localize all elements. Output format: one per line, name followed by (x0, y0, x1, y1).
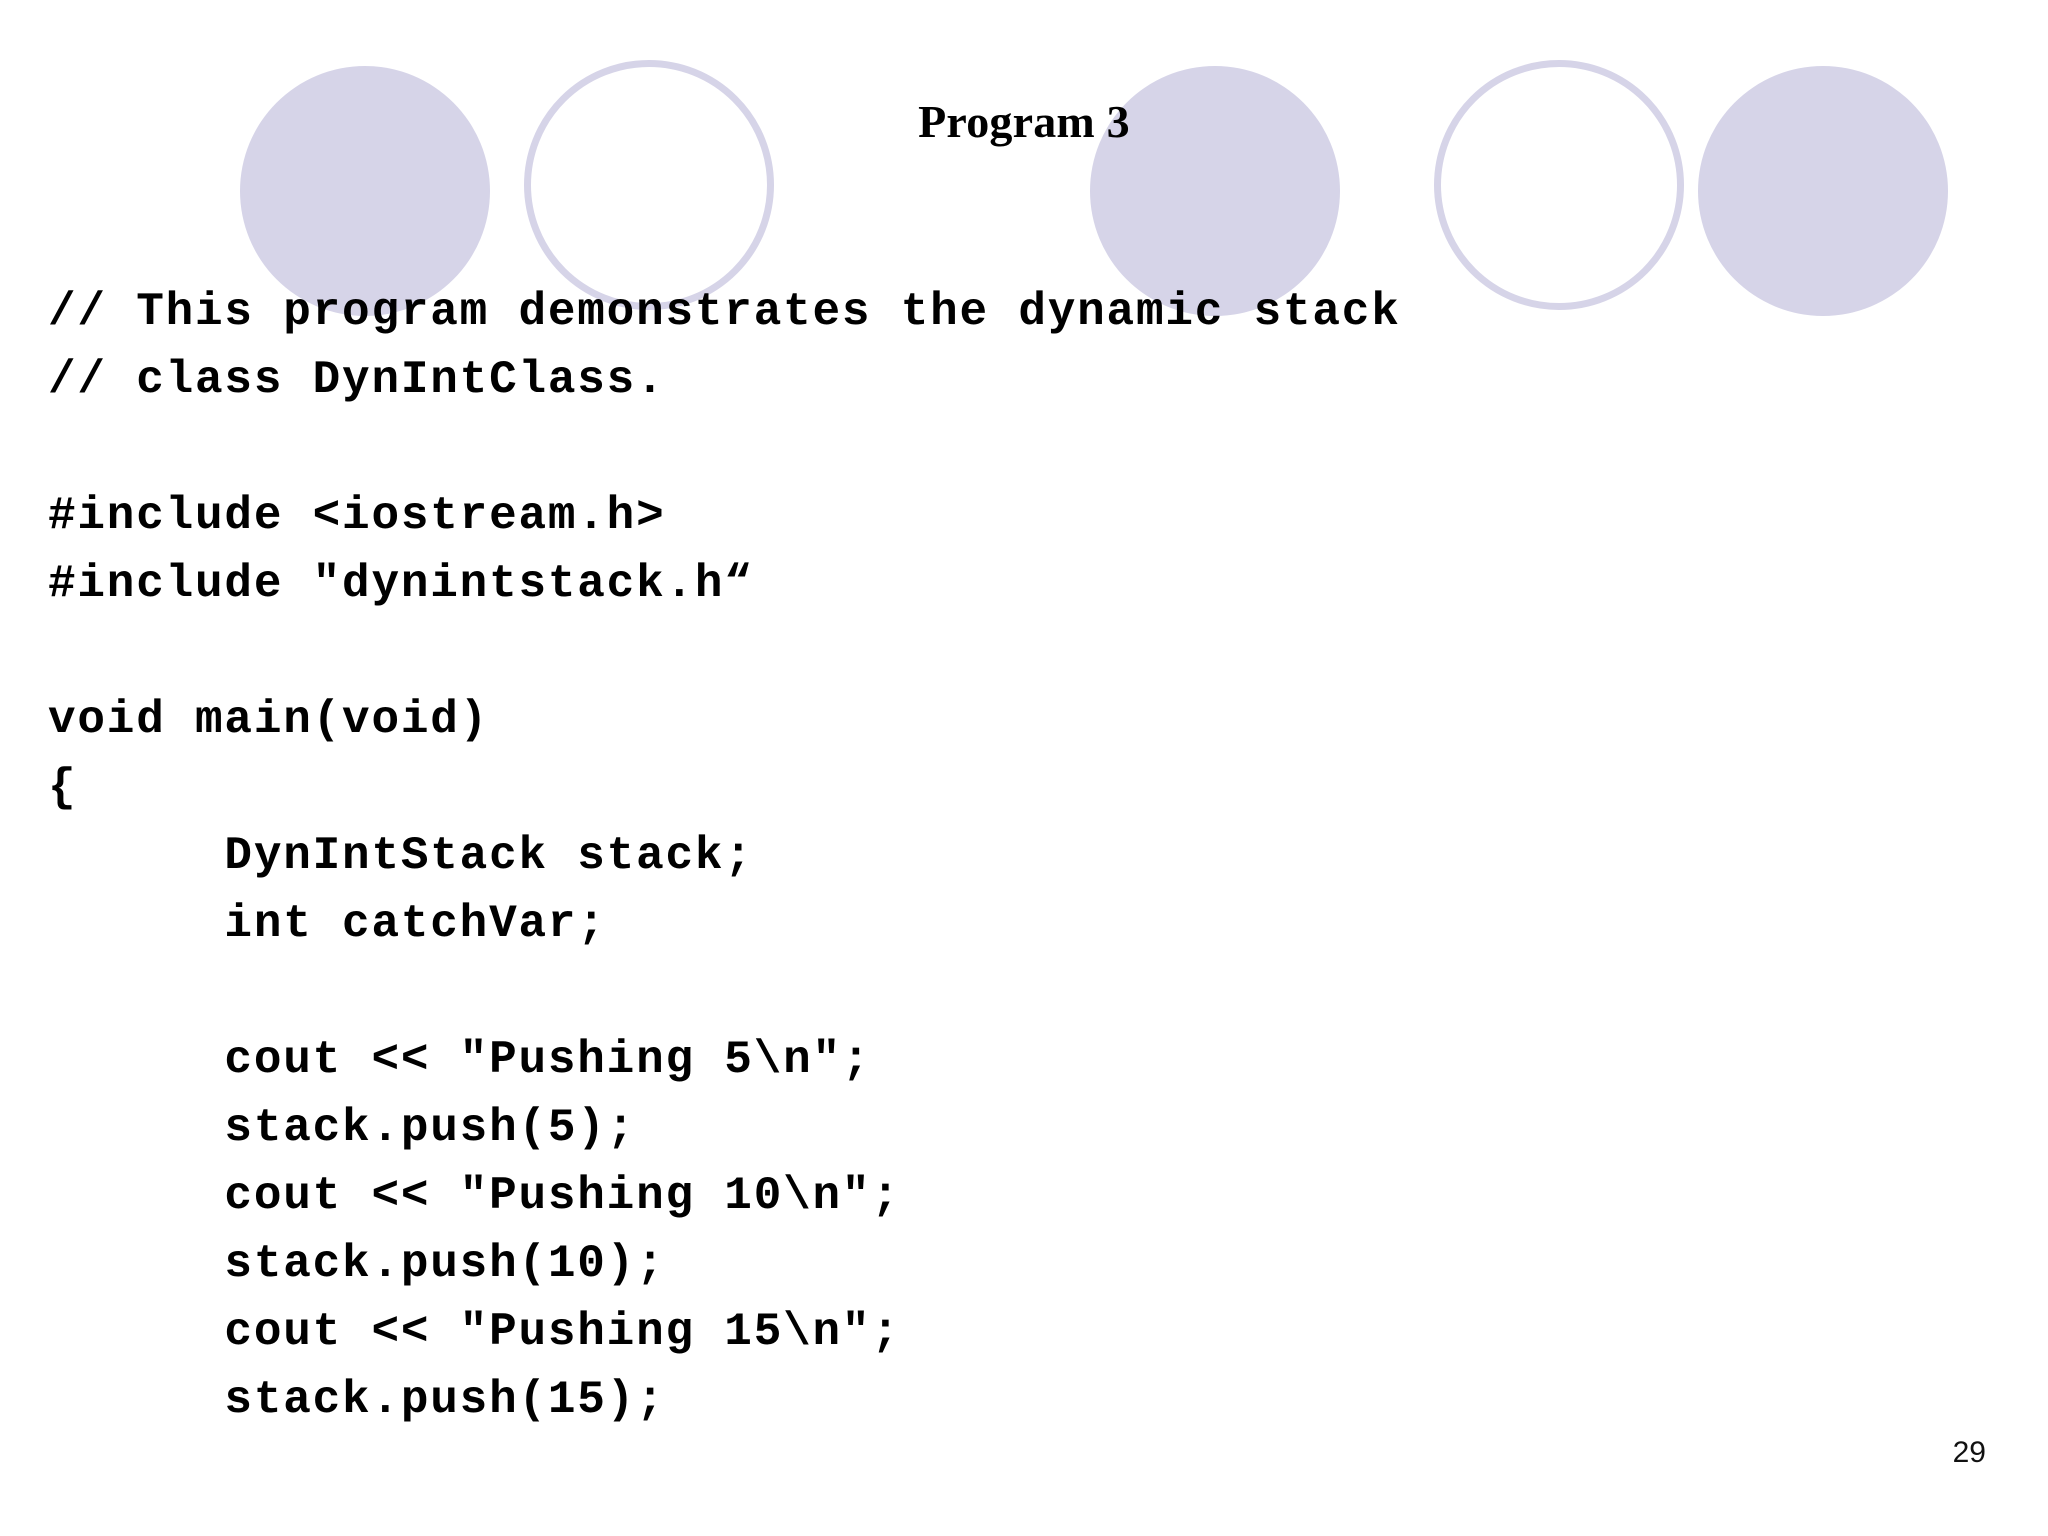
decor-circle-2 (524, 60, 774, 310)
code-line: stack.push(10); (48, 1238, 666, 1290)
decor-circle-4 (1434, 60, 1684, 310)
code-line: #include "dynintstack.h“ (48, 558, 754, 610)
decor-circle-5 (1698, 66, 1948, 316)
page-number: 29 (1952, 1436, 1986, 1469)
code-line: cout << "Pushing 10\n"; (48, 1170, 901, 1222)
code-line: void main(void) (48, 694, 490, 746)
code-line: int catchVar; (48, 898, 607, 950)
code-line: cout << "Pushing 15\n"; (48, 1306, 901, 1358)
code-line: // class DynIntClass. (48, 354, 666, 406)
code-line-blank (48, 414, 1948, 482)
code-listing: // This program demonstrates the dynamic… (48, 278, 1948, 1434)
code-line: // This program demonstrates the dynamic… (48, 286, 1401, 338)
code-line: DynIntStack stack; (48, 830, 754, 882)
code-line: stack.push(15); (48, 1374, 666, 1426)
decor-circle-1 (240, 66, 490, 316)
code-line: #include <iostream.h> (48, 490, 666, 542)
page-title: Program 3 (918, 96, 1130, 147)
code-line: cout << "Pushing 5\n"; (48, 1034, 872, 1086)
decor-circle-3 (1090, 66, 1340, 316)
code-line-blank (48, 618, 1948, 686)
code-line-blank (48, 958, 1948, 1026)
code-line: { (48, 762, 78, 814)
code-line: stack.push(5); (48, 1102, 637, 1154)
